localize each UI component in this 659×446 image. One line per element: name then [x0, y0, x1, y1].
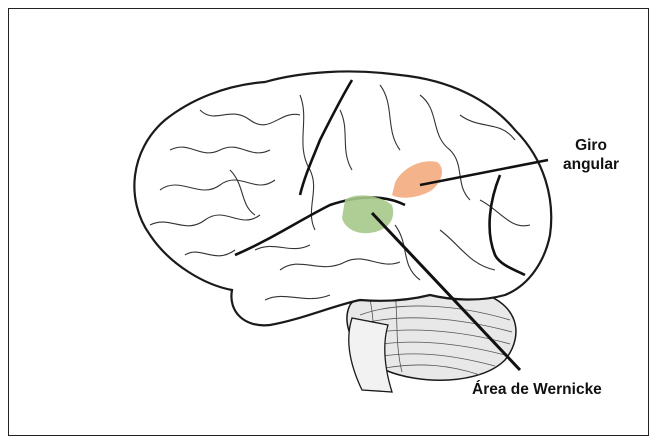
giro-label-line1: Giro [556, 136, 626, 155]
cerebrum [134, 71, 551, 325]
wernicke-label: Área de Wernicke [472, 380, 602, 399]
giro-label-line2: angular [556, 155, 626, 174]
giro-angular-label: Giro angular [556, 136, 626, 174]
